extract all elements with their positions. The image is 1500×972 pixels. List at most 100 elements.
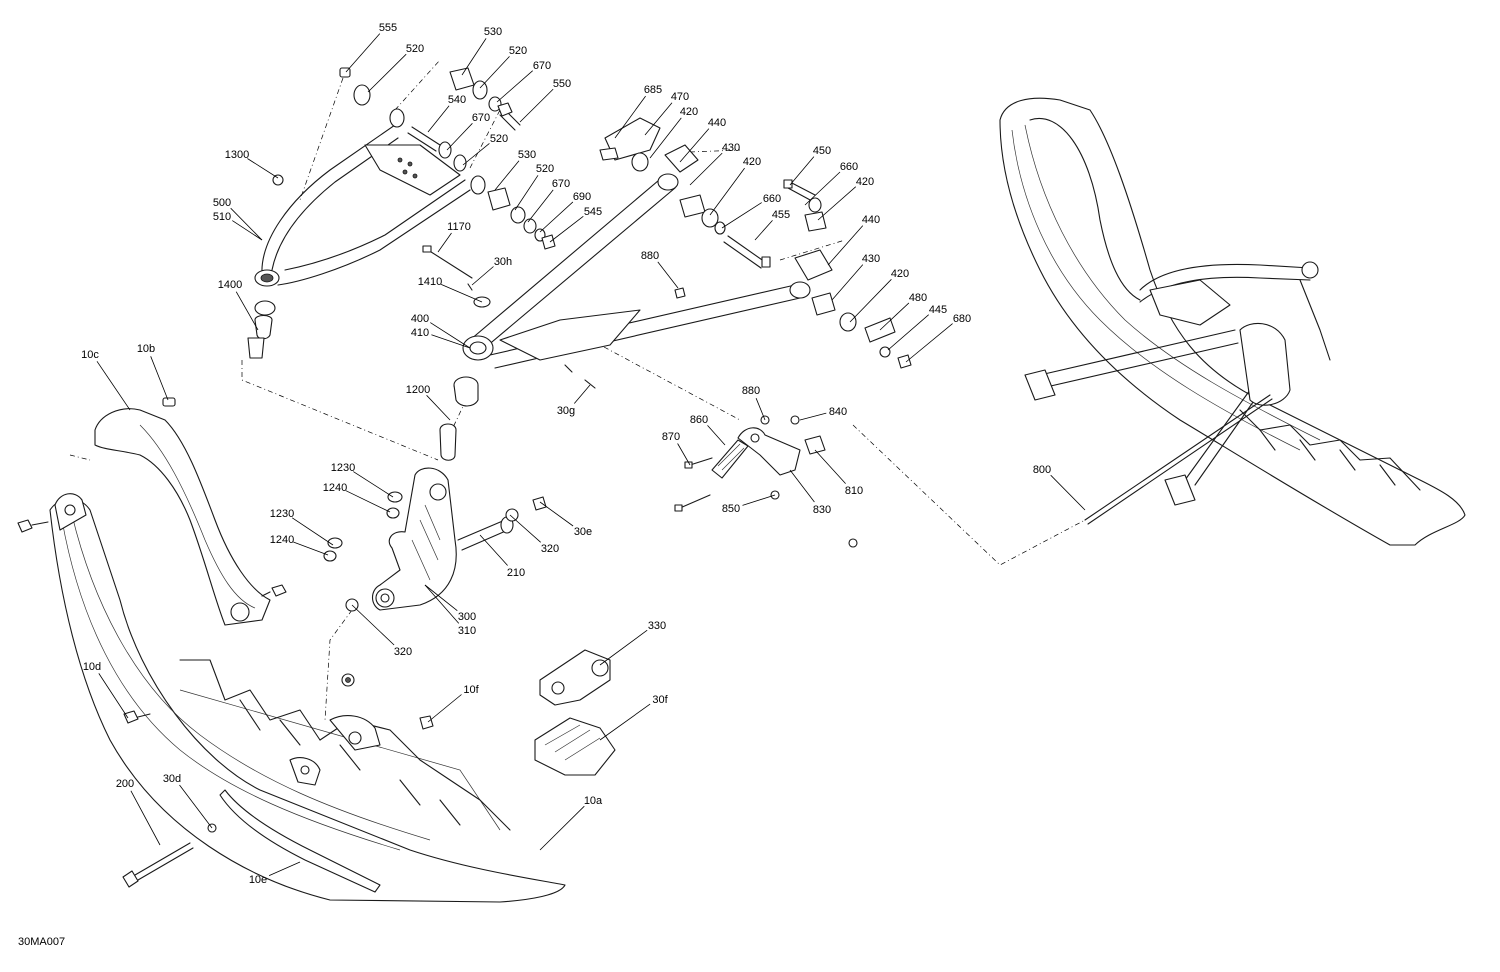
callout-c1240a: 1240	[323, 482, 347, 494]
leader-c430a	[689, 152, 723, 186]
callout-c520a: 520	[406, 43, 424, 55]
callout-c10c: 10c	[81, 349, 99, 361]
bolt-200	[122, 842, 194, 888]
callout-c545: 545	[584, 206, 602, 218]
callout-c30h: 30h	[494, 256, 512, 268]
callout-c670c: 670	[552, 178, 570, 190]
callout-c410: 410	[411, 327, 429, 339]
callout-c685: 685	[644, 84, 662, 96]
leader-c670c	[527, 189, 554, 223]
callout-c830: 830	[813, 504, 831, 516]
callout-c420b: 420	[743, 156, 761, 168]
leader-c520d	[514, 175, 539, 211]
leader-c30h	[471, 266, 494, 286]
callout-leaders	[96, 33, 1086, 876]
callout-c1300: 1300	[225, 149, 249, 161]
leader-c670b	[446, 123, 473, 151]
callout-c880b: 880	[742, 385, 760, 397]
callout-c530b: 530	[518, 149, 536, 161]
leader-c1230a	[353, 471, 394, 498]
callout-c1400: 1400	[218, 279, 242, 291]
leader-c410	[431, 334, 471, 349]
ski-spindle-arm	[94, 408, 271, 626]
callout-c690: 690	[573, 191, 591, 203]
leader-c10a	[539, 805, 585, 851]
leader-c445	[887, 314, 929, 351]
callout-c10e: 10e	[249, 874, 267, 886]
leader-c440b	[827, 225, 864, 266]
callout-c540: 540	[448, 94, 466, 106]
callout-c10b: 10b	[137, 343, 155, 355]
callout-c30g: 30g	[557, 405, 575, 417]
callout-c850: 850	[722, 503, 740, 515]
leader-c200	[130, 790, 161, 846]
leader-c690	[539, 201, 574, 233]
callout-c430b: 430	[862, 253, 880, 265]
callout-c660a: 660	[763, 193, 781, 205]
diagram-code: 30MA007	[18, 936, 65, 948]
leader-c1240a	[345, 490, 391, 513]
bolt-left-front	[17, 519, 49, 533]
leader-c10c	[96, 361, 131, 411]
leader-c685	[614, 95, 646, 139]
bolt-10b	[162, 397, 176, 407]
washer-320a	[505, 508, 519, 522]
callout-c860: 860	[690, 414, 708, 426]
callout-c550: 550	[553, 78, 571, 90]
leader-c680	[905, 323, 953, 363]
callout-c470: 470	[671, 91, 689, 103]
leader-c530a	[461, 38, 487, 76]
callout-c30d: 30d	[163, 773, 181, 785]
leader-c840	[799, 412, 827, 421]
leader-c540	[427, 105, 450, 133]
ski-body	[49, 498, 566, 903]
leader-c420c	[817, 186, 857, 221]
leader-c10f	[427, 694, 462, 723]
callout-c520c: 520	[490, 133, 508, 145]
nut-ski-top	[341, 673, 355, 687]
leader-c10d	[98, 673, 129, 719]
leader-c480	[879, 302, 910, 331]
callout-c660b: 660	[840, 161, 858, 173]
leader-c1170	[437, 232, 452, 253]
leader-c1410	[440, 284, 483, 303]
leader-c330	[599, 629, 648, 666]
leader-c420d	[849, 279, 892, 323]
callout-c840: 840	[829, 406, 847, 418]
callout-c1240b: 1240	[270, 534, 294, 546]
leader-c660b	[804, 171, 841, 206]
leader-c430b	[831, 264, 864, 301]
leader-c1200	[426, 395, 451, 421]
callout-c320b: 320	[394, 646, 412, 658]
spindle-300	[323, 376, 547, 612]
leader-c530b	[494, 160, 520, 191]
leader-c470	[644, 102, 673, 136]
leader-c10e	[268, 861, 301, 876]
callout-c520d: 520	[536, 163, 554, 175]
callout-c200: 200	[116, 778, 134, 790]
callout-c420c: 420	[856, 176, 874, 188]
callout-c670a: 670	[533, 60, 551, 72]
leader-c850	[742, 494, 776, 506]
callout-c440b: 440	[862, 214, 880, 226]
leader-c320b	[351, 604, 395, 646]
leader-c520a	[367, 53, 407, 93]
sway-bar-link	[674, 415, 858, 548]
leader-c400	[430, 322, 471, 349]
leader-c880a	[657, 261, 679, 289]
callout-c810: 810	[845, 485, 863, 497]
callout-c1410: 1410	[418, 276, 442, 288]
callout-c1230b: 1230	[270, 508, 294, 520]
callout-c30f: 30f	[652, 694, 668, 706]
callout-c310: 310	[458, 625, 476, 637]
leader-c420a	[649, 117, 682, 159]
callout-c440a: 440	[708, 117, 726, 129]
wear-bar	[219, 789, 381, 893]
callout-c430a: 430	[722, 142, 740, 154]
leader-c880b	[755, 398, 766, 421]
nut-30e	[532, 496, 547, 511]
assembly-dash-lines	[69, 59, 1086, 816]
callout-c480: 480	[909, 292, 927, 304]
leader-c300	[424, 584, 458, 612]
